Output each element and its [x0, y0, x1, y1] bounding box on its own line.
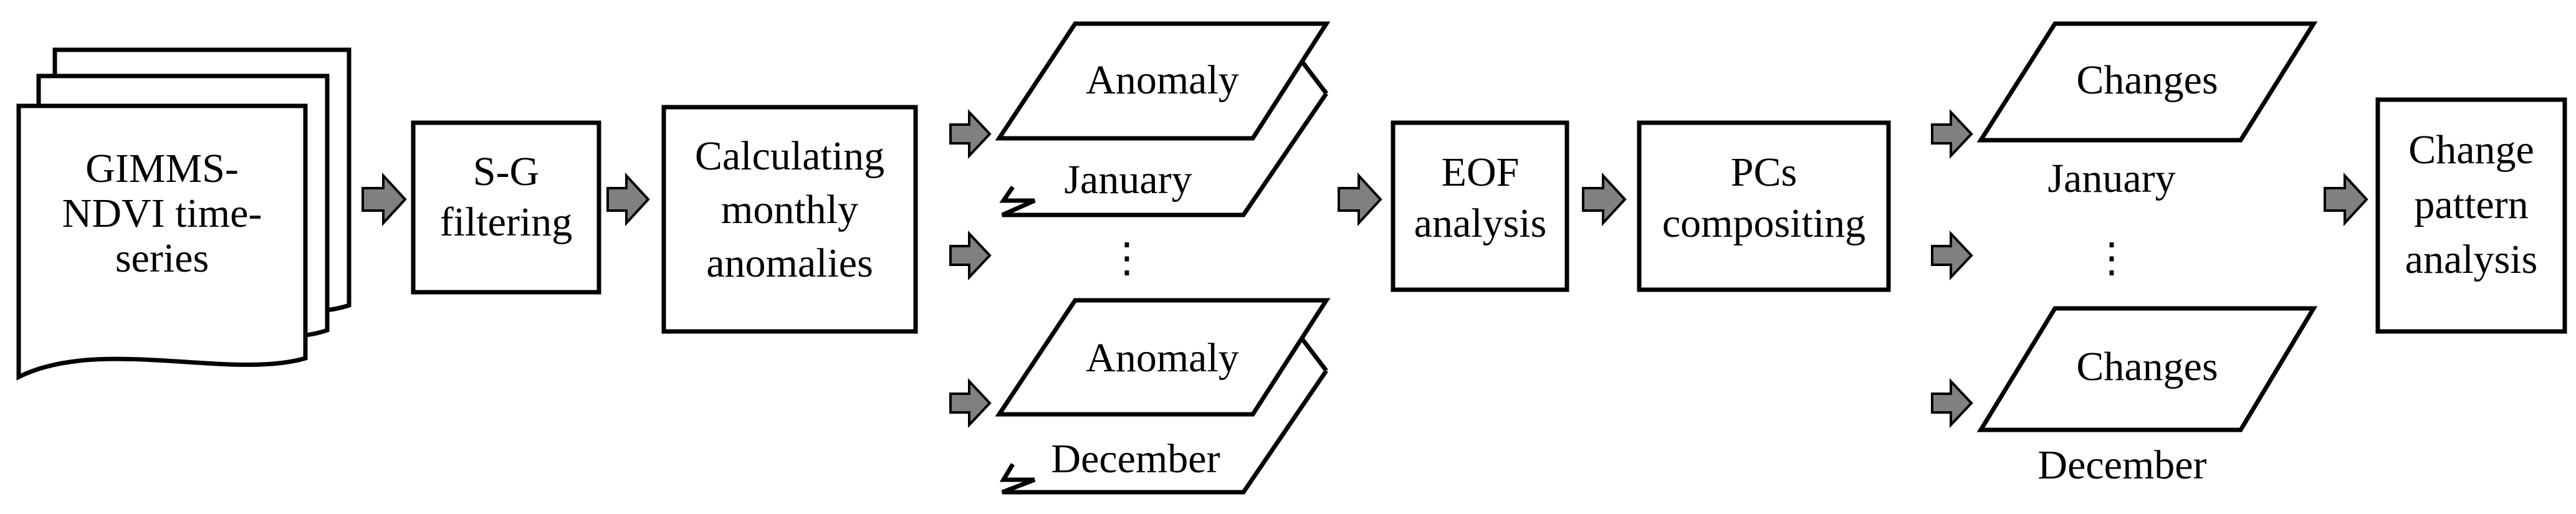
sg-filtering-line-2: filtering: [440, 199, 573, 245]
flow-arrow: [2324, 172, 2368, 227]
flow-arrow: [1931, 230, 1973, 281]
anomaly-layer-stack-january: Anomaly January ⋮: [995, 21, 1331, 281]
anomaly-layer-january: [995, 21, 1331, 141]
anomaly-label-january: Anomaly: [1086, 57, 1239, 103]
input-label-line-3: series: [115, 236, 209, 281]
document-sheet-front: [16, 103, 308, 381]
flow-arrow: [1931, 108, 1973, 159]
eof-analysis-line-2: analysis: [1414, 201, 1547, 246]
changes-label-december: Changes: [2076, 344, 2218, 389]
flow-arrow: [1338, 172, 1382, 227]
change-pattern-line-1: Change: [2408, 127, 2534, 173]
changes-ellipsis: ⋮: [2091, 236, 2132, 281]
anomaly-label-december: Anomaly: [1086, 335, 1239, 381]
stacked-layer-edge: [1301, 60, 1328, 95]
anomaly-month-december: December: [1051, 436, 1220, 482]
changes-month-december: December: [2037, 442, 2206, 488]
change-pattern-line-2: pattern: [2414, 182, 2528, 227]
pcs-compositing-line-1: PCs: [1731, 150, 1797, 195]
stacked-layer-edge: [999, 369, 1328, 495]
monthly-anomalies-line-1: Calculating: [695, 133, 884, 179]
input-label-line-2: NDVI time-: [62, 191, 262, 236]
flow-arrow: [362, 172, 407, 227]
anomaly-month-january: January: [1064, 157, 1192, 202]
changes-layer-december: Changes December: [1976, 306, 2318, 488]
anomaly-layer-december: [995, 298, 1331, 417]
input-data-document-stack: GIMMS- NDVI time- series: [16, 47, 352, 381]
flow-arrow: [949, 378, 992, 429]
changes-month-january: January: [2047, 156, 2175, 201]
pcs-compositing-box: PCs compositing: [1637, 120, 1891, 292]
flow-arrow: [949, 230, 992, 281]
eof-analysis-box: EOF analysis: [1391, 120, 1569, 292]
input-label-line-1: GIMMS-: [85, 146, 239, 191]
change-pattern-analysis-box: Change pattern analysis: [2375, 97, 2567, 334]
changes-layer-january: Changes January ⋮: [1976, 21, 2318, 281]
flow-arrow: [606, 172, 650, 227]
stacked-layer-edge: [1322, 89, 1329, 95]
sg-filtering-box: S-G filtering: [411, 120, 601, 295]
stacked-layer-edge: [1301, 338, 1328, 373]
change-pattern-line-3: analysis: [2405, 237, 2538, 282]
eof-analysis-line-1: EOF: [1442, 150, 1520, 195]
monthly-anomalies-line-2: monthly: [721, 187, 858, 232]
anomaly-layer-stack-december: Anomaly December: [995, 298, 1331, 495]
stacked-layer-edge: [999, 92, 1328, 217]
monthly-anomalies-box: Calculating monthly anomalies: [661, 105, 918, 334]
anomaly-ellipsis: ⋮: [1106, 236, 1147, 281]
changes-label-january: Changes: [2076, 57, 2218, 103]
sg-filtering-line-1: S-G: [473, 149, 539, 194]
flow-arrow: [949, 108, 992, 159]
monthly-anomalies-line-3: anomalies: [706, 240, 873, 286]
flow-arrow: [1582, 172, 1627, 227]
pcs-compositing-line-2: compositing: [1662, 201, 1865, 246]
flow-arrow: [1931, 378, 1973, 429]
